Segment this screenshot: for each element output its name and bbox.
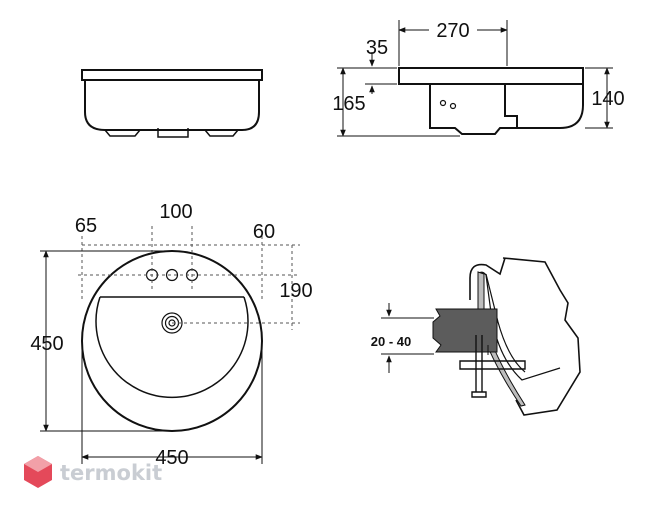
dim-tap-to-drain: 190: [279, 280, 312, 302]
dim-side-offset: 35: [366, 37, 388, 59]
dim-side-height-bowl: 140: [591, 88, 624, 110]
termokit-logo-icon: [24, 456, 52, 488]
dim-side-width: 270: [436, 20, 469, 42]
dim-countertop-thickness: 20 - 40: [371, 334, 411, 349]
dim-diameter-vertical: 450: [30, 333, 63, 355]
dim-tap-offset-left: 65: [75, 215, 97, 237]
dim-diameter-horizontal: 450: [155, 447, 188, 469]
dim-tap-spacing: 100: [159, 201, 192, 223]
dim-side-height-total: 165: [332, 93, 365, 115]
mounting-detail: 20 - 40: [371, 257, 581, 416]
top-view: 65 100 60 190 450 450: [30, 201, 312, 469]
dim-tap-offset-right: 60: [253, 221, 275, 243]
brand-watermark: termokit: [24, 456, 162, 488]
front-view: [81, 69, 263, 138]
brand-name: termokit: [60, 461, 162, 485]
side-view: 270 35 165 140: [332, 20, 625, 137]
